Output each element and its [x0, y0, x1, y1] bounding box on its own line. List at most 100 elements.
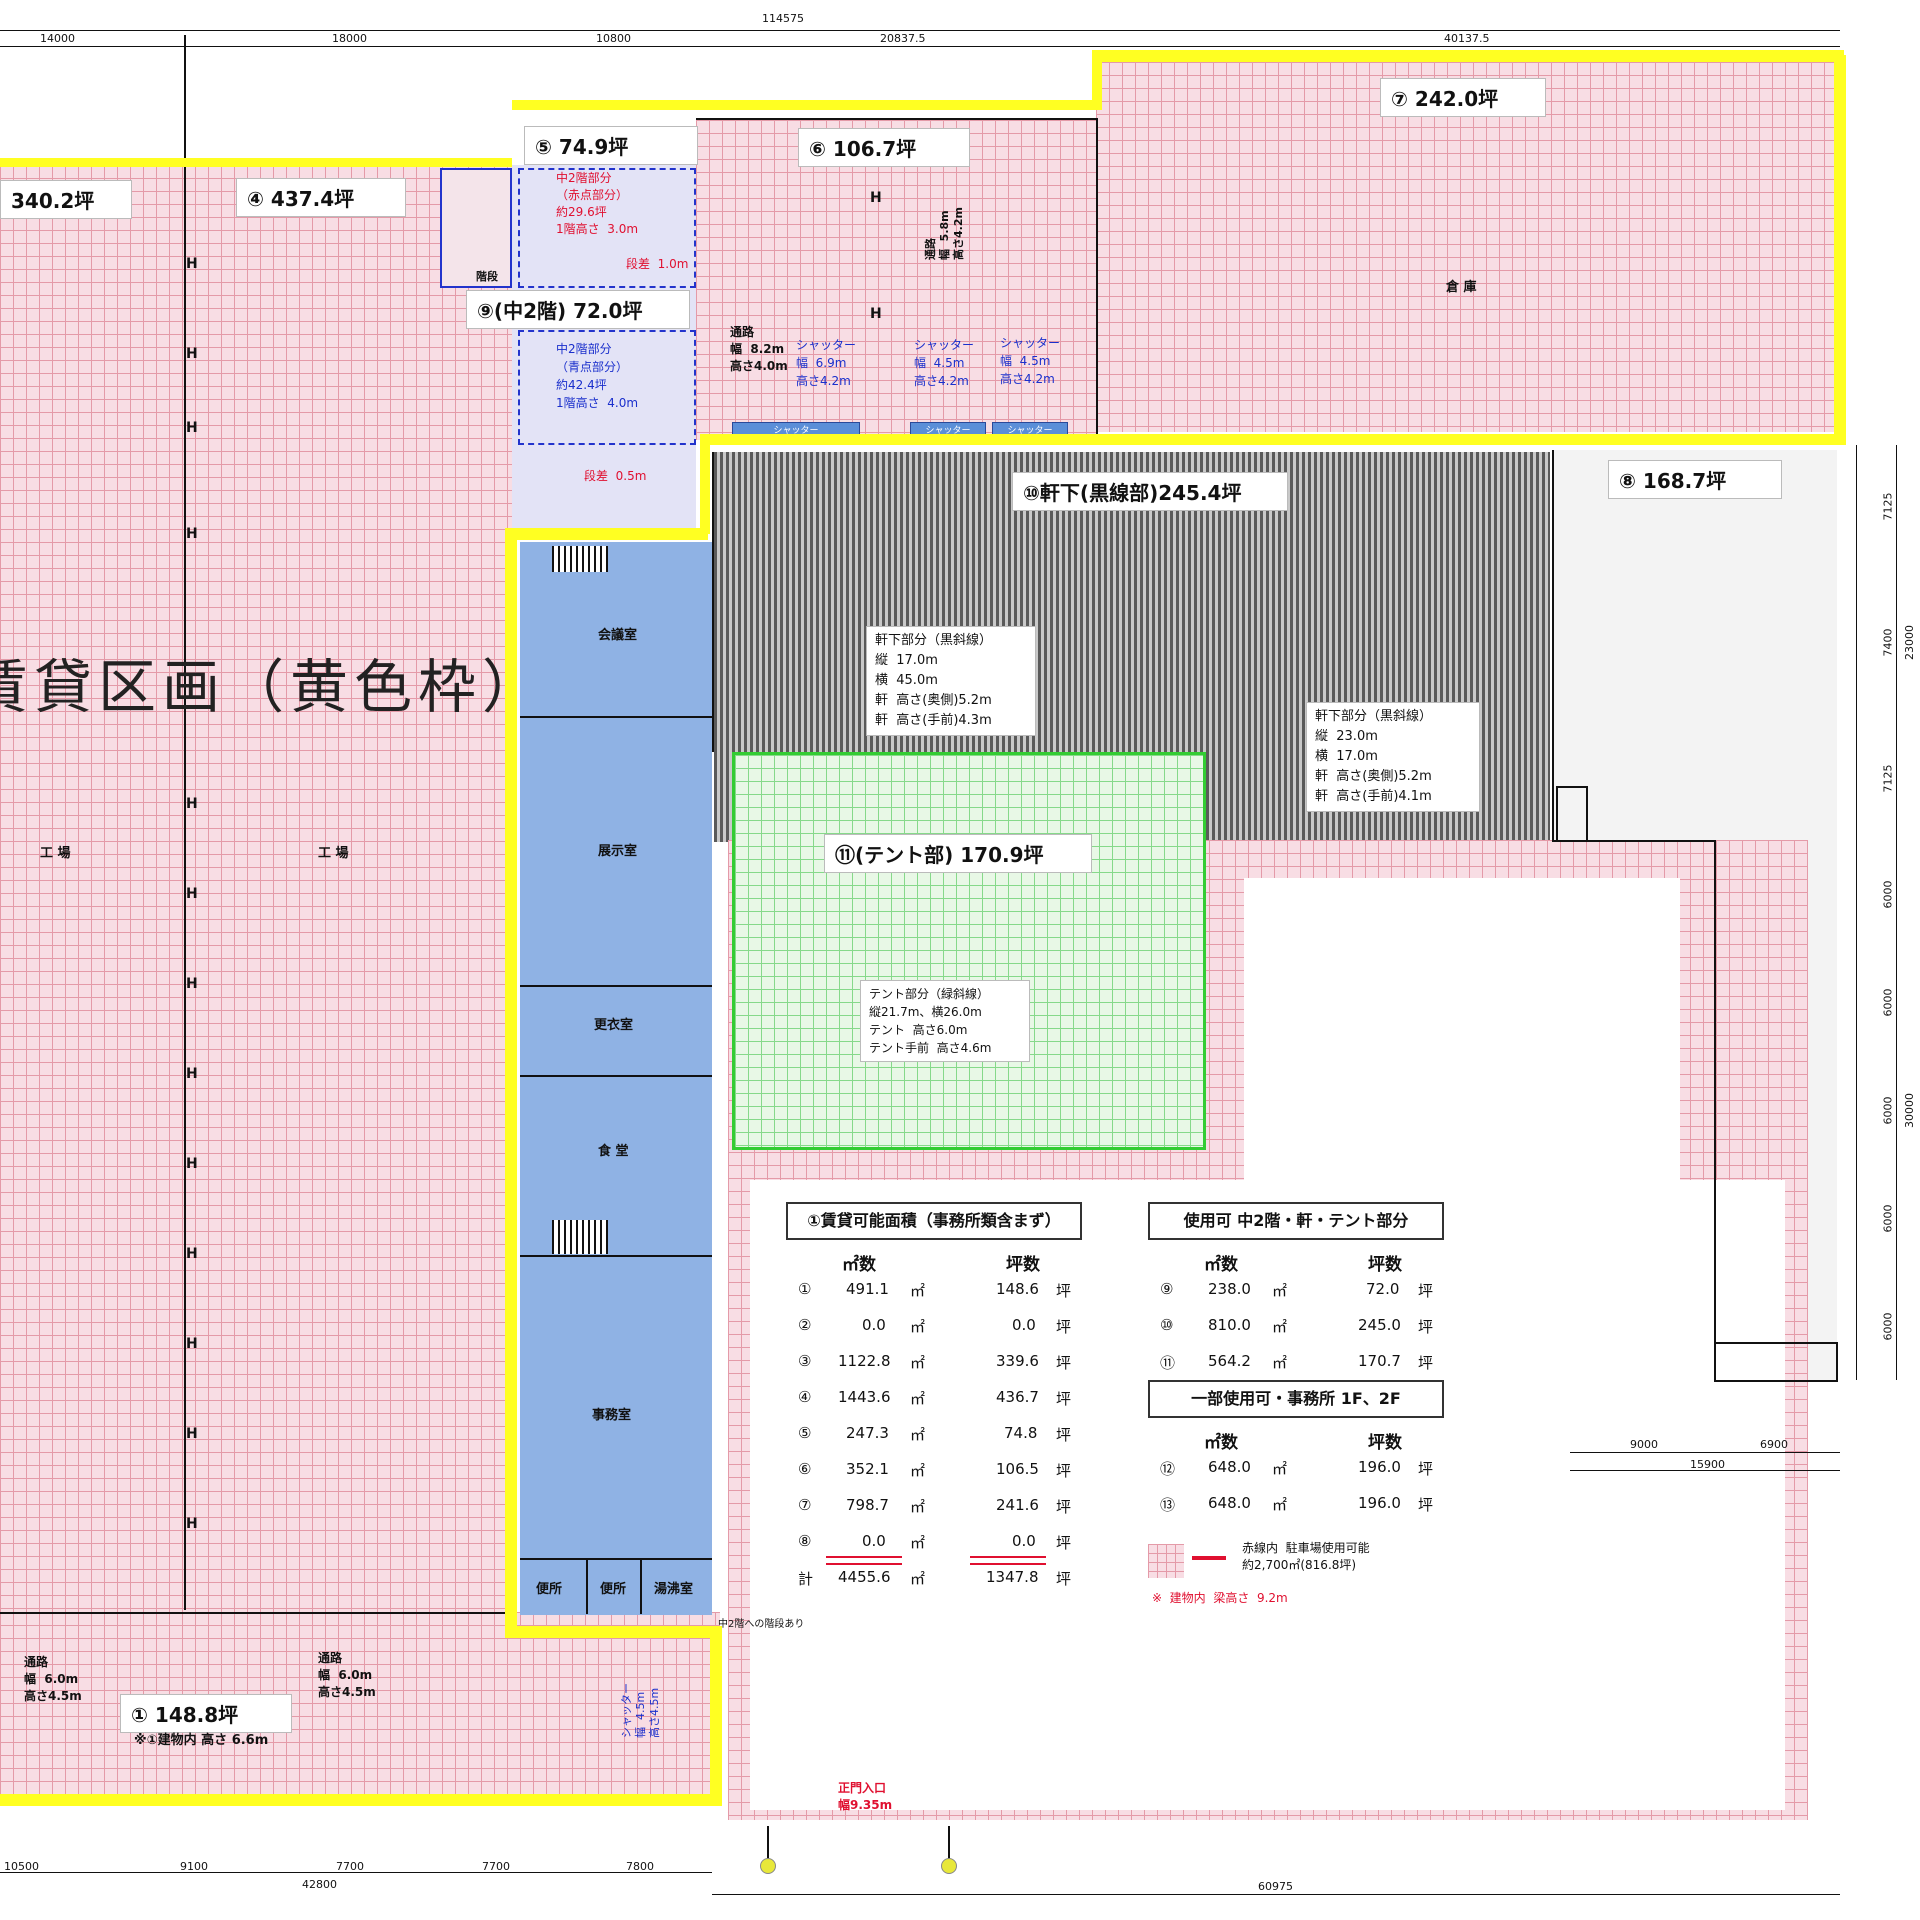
office-divider [520, 716, 712, 718]
office-block [520, 542, 712, 1615]
rental-frame [505, 1626, 720, 1638]
column-marker: H [186, 886, 198, 902]
dim-bottom: 7800 [626, 1860, 654, 1873]
dim-lower-right: 6900 [1760, 1438, 1788, 1451]
road-note-left-2: 通路 幅 6.0m 高さ4.5m [318, 1651, 376, 1699]
dim-bottom: 7700 [482, 1860, 510, 1873]
mezzanine-blue-note: 中2階部分 （青点部分） 約42.4坪 1階高さ 4.0m [556, 342, 639, 410]
mezzanine-red-part [518, 168, 696, 288]
wall-line [712, 452, 714, 752]
rental-frame [1834, 55, 1846, 445]
area-label-10: ⑩軒下(黒線部)245.4坪 [1012, 472, 1288, 511]
room-stairs: 階段 [476, 270, 498, 283]
dim-right: 6000 [1881, 880, 1895, 909]
wall-box [1714, 1342, 1838, 1382]
office-divider [640, 1558, 642, 1614]
wall-line [696, 118, 1096, 120]
table2-header: 坪数 [1368, 1255, 1402, 1275]
dim-lower-right: 15900 [1690, 1458, 1725, 1471]
height-note: ※ 建物内 梁高さ 9.2m [1152, 1591, 1288, 1605]
table2-header: ㎡数 [1204, 1255, 1238, 1275]
zone-9-mezzanine [512, 165, 696, 530]
rental-frame [0, 1794, 722, 1806]
staircase-box [440, 168, 512, 288]
dim-right: 6000 [1881, 1096, 1895, 1125]
dim-bottom: 9100 [180, 1860, 208, 1873]
dim-lower-right: 9000 [1630, 1438, 1658, 1451]
eave-note-2: 軒下部分（黒斜線） 縦 23.0m 横 17.0m 軒 高さ(奥側)5.2m 軒… [1306, 702, 1480, 812]
room-office: 事務室 [592, 1408, 632, 1423]
area-label-4: ④ 437.4坪 [236, 178, 406, 217]
dim-right: 7400 [1881, 628, 1895, 657]
room-toilet: 便所 [536, 1582, 563, 1597]
dim-top: 14000 [40, 32, 75, 45]
column-marker: H [870, 190, 882, 206]
zone-5-6 [696, 120, 1096, 440]
parking-inner-right [1680, 1420, 1785, 1810]
column-marker: H [186, 420, 198, 436]
parking-legend-swatch [1148, 1544, 1184, 1578]
wall-line [1714, 840, 1716, 1380]
room-factory: 工 場 [40, 846, 71, 861]
step-note-2: 段差 0.5m [584, 469, 647, 483]
gate-post [948, 1826, 950, 1862]
column-marker: H [186, 346, 198, 362]
wall-line [1552, 840, 1716, 842]
rental-frame [505, 528, 517, 1636]
gate-marker [941, 1858, 957, 1874]
room-locker: 更衣室 [594, 1018, 634, 1033]
shutter-note-1: シャッター 幅 6.9m 高さ4.2m [796, 338, 857, 388]
column-marker: H [186, 976, 198, 992]
rental-frame [710, 1626, 722, 1806]
tent-note: テント部分（緑斜線） 縦21.7m、横26.0m テント 高さ6.0m テント手… [860, 980, 1030, 1062]
area-1-note: ※①建物内 高さ 6.6m [134, 1733, 269, 1748]
room-toilet: 便所 [600, 1582, 627, 1597]
mezzanine-stair-note: 中2階への階段あり [718, 1619, 805, 1630]
dim-right: 6000 [1881, 988, 1895, 1017]
road-note-left-1: 通路 幅 6.0m 高さ4.5m [24, 1655, 82, 1703]
table3-title: 一部使用可・事務所 1F、2F [1148, 1380, 1444, 1418]
gate-marker [760, 1858, 776, 1874]
dim-right: 6000 [1881, 1312, 1895, 1341]
shutter-side-note: シャッター 幅 4.5m 高さ4.5m [620, 1683, 661, 1738]
road-note-1: 通路 幅 8.2m 高さ4.0m [730, 325, 788, 373]
zone-1 [0, 1612, 720, 1800]
dim-bottom: 7700 [336, 1860, 364, 1873]
table2-title: 使用可 中2階・軒・テント部分 [1148, 1202, 1444, 1240]
area-label-3: 340.2坪 [0, 180, 132, 219]
dim-right: 7125 [1881, 764, 1895, 793]
dimension-line [0, 46, 1840, 47]
dim-top: 40137.5 [1444, 32, 1490, 45]
rental-frame [704, 434, 1846, 445]
rental-frame [0, 158, 512, 167]
rental-frame [508, 528, 708, 540]
table3-header: 坪数 [1368, 1433, 1402, 1453]
column-marker: H [186, 526, 198, 542]
table1-header: ㎡数 [842, 1255, 876, 1275]
dimension-line [0, 1872, 712, 1873]
room-warehouse: 倉 庫 [1446, 280, 1477, 295]
zone-7 [1096, 62, 1840, 432]
office-divider [520, 1075, 712, 1077]
stair-icon [552, 546, 608, 572]
rental-frame [512, 100, 1102, 110]
dimension-line [1570, 1452, 1840, 1453]
parking-note: 赤線内 駐車場使用可能 約2,700㎡(816.8坪) [1242, 1541, 1370, 1572]
shutter-note-3: シャッター 幅 4.5m 高さ4.2m [1000, 336, 1061, 386]
room-meeting: 会議室 [598, 628, 638, 643]
dim-right-total: 23000 [1903, 625, 1916, 660]
total-underline [826, 1556, 902, 1565]
